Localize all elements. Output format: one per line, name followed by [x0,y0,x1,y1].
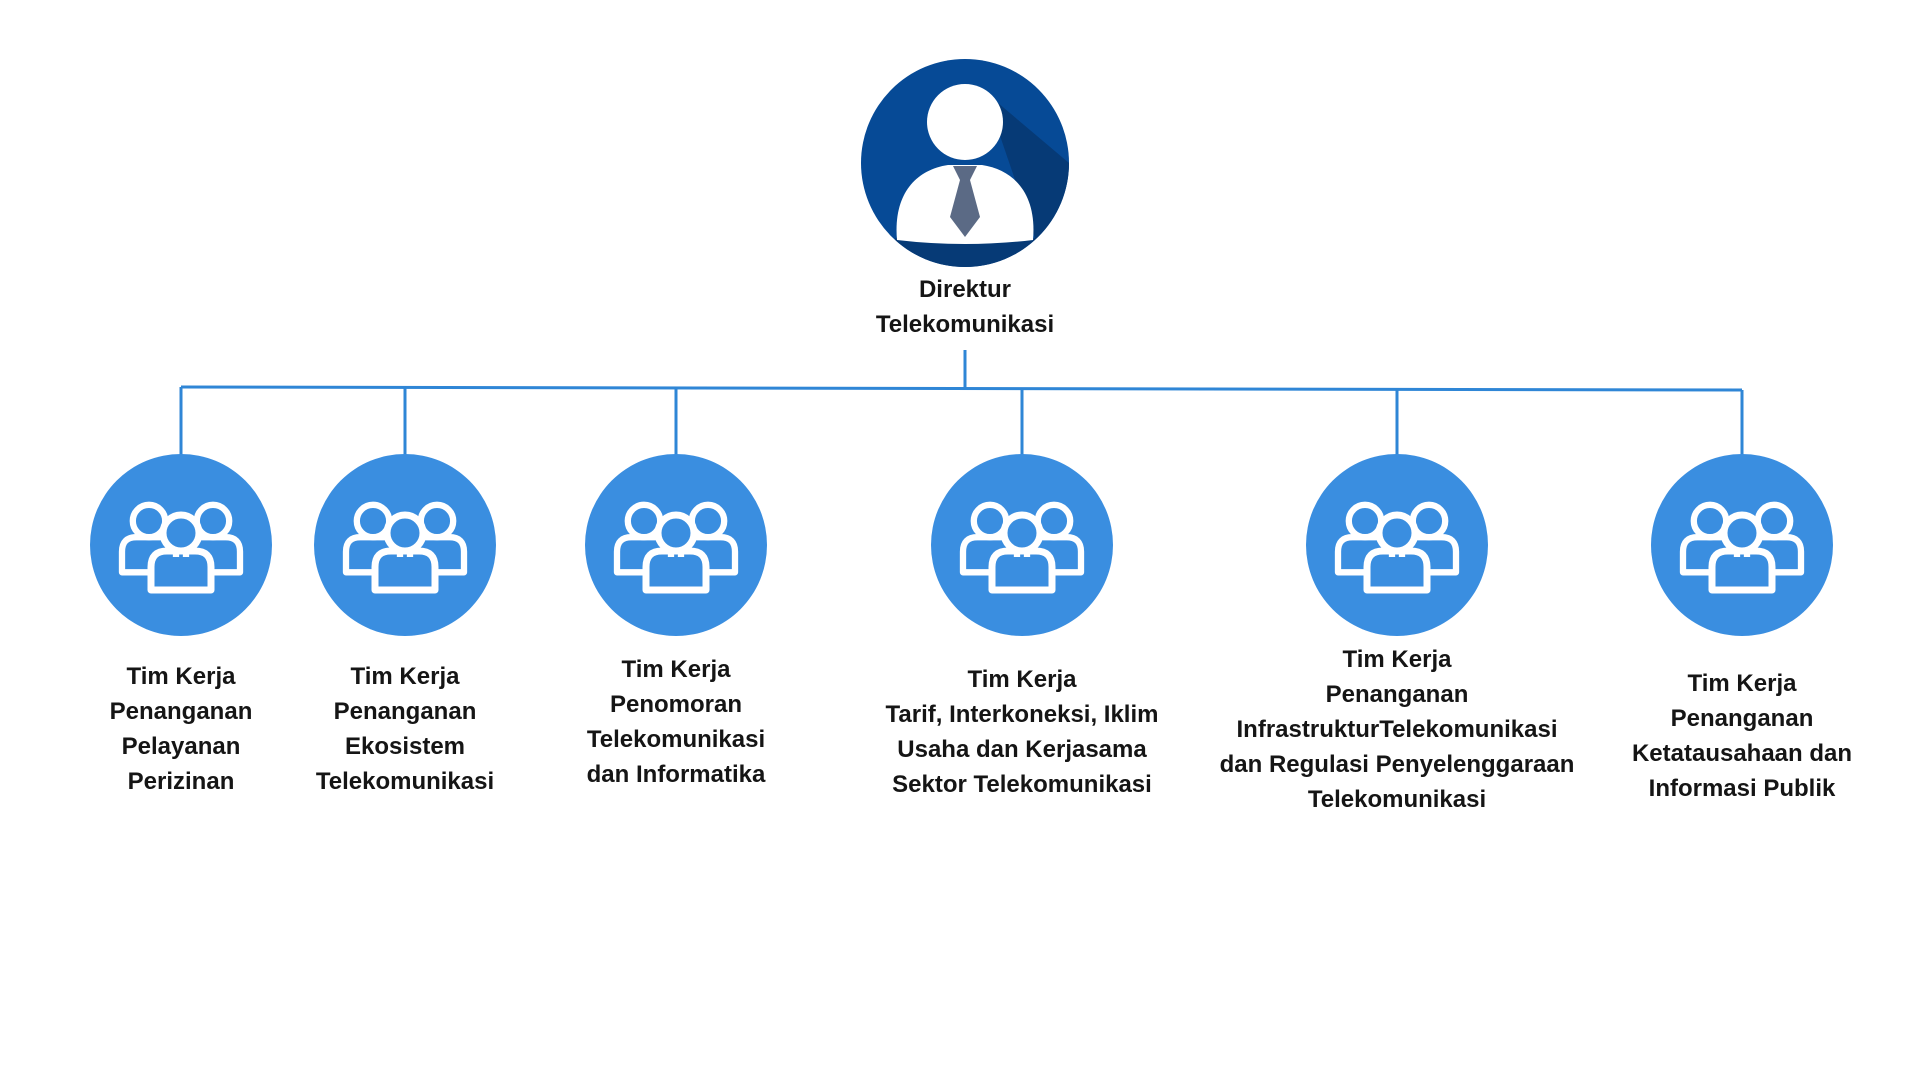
label-line: dan Informatika [586,761,766,788]
person-head-backing [1378,514,1416,552]
label-line: Tarif, Interkoneksi, Iklim [885,701,1159,728]
team-node [1306,454,1488,636]
person-head [927,84,1003,160]
team-group-icon [1334,501,1460,601]
person-head-backing [1003,514,1041,552]
person-body [1363,547,1431,594]
label-line: Tim Kerja [1342,646,1452,673]
label-line: Telekomunikasi [1307,786,1487,813]
label-line: Telekomunikasi [315,768,495,795]
label-line: Sektor Telekomunikasi [892,771,1152,798]
label-line: Penanganan [1325,681,1469,708]
label-line: Usaha dan Kerjasama [897,736,1147,763]
person-body-backing [148,557,214,601]
team-node [1651,454,1833,636]
label-line: Ekosistem [344,733,466,760]
person-body-backing [372,557,438,601]
team-group-icon [118,501,244,601]
label-line: Telekomunikasi [586,726,766,753]
person-body-backing [1364,557,1430,601]
person-head-backing [657,514,695,552]
person-body [1708,547,1776,594]
label-line: Tim Kerja [1687,670,1797,697]
label-line: Penomoran [609,691,743,718]
label-line: Tim Kerja [967,666,1077,693]
director-shadow [895,92,1069,267]
label-line: Direktur [918,276,1012,303]
person-head-backing [386,514,424,552]
team-group-icon [959,501,1085,601]
team-group-icon [1679,501,1805,601]
label-line: Perizinan [127,768,235,795]
person-body [988,547,1056,594]
label-line: Tim Kerja [621,656,731,683]
team-group-icon [342,501,468,601]
label-line: Ketatausahaan dan [1631,740,1853,767]
label-line: Pelayanan [121,733,241,760]
label-line: dan Regulasi Penyelenggaraan [1219,751,1575,778]
director-node [861,59,1069,267]
label-line: Telekomunikasi [875,311,1055,338]
person-head-backing [162,514,200,552]
label-line: Penanganan [333,698,477,725]
team-node [931,454,1113,636]
label-line: InfrastrukturTelekomunikasi [1236,716,1558,743]
team-node [585,454,767,636]
team-node [90,454,272,636]
person-body [642,547,710,594]
person-body-backing [989,557,1055,601]
connector-lines [179,350,1744,456]
tie-blade [950,180,980,237]
team-group-icon [613,501,739,601]
label-line: Penanganan [109,698,253,725]
person-body-backing [643,557,709,601]
team-node [314,454,496,636]
label-line: Tim Kerja [126,663,236,690]
label-line: Tim Kerja [350,663,460,690]
person-with-tie-icon [896,84,1034,244]
tie-knot [953,166,977,180]
person-body-backing [1709,557,1775,601]
connector-bus [180,385,1743,392]
person-body [147,547,215,594]
team-nodes [90,454,1833,636]
label-line: Informasi Publik [1648,775,1836,802]
person-head-backing [1723,514,1761,552]
label-line: Penanganan [1670,705,1814,732]
person-body [371,547,439,594]
